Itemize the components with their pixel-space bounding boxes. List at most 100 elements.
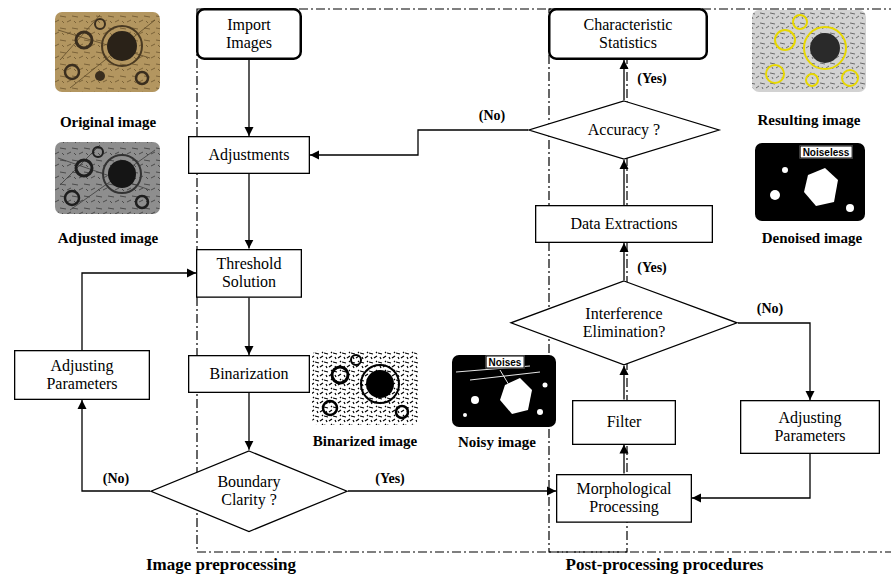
adjusted-micrograph-part — [76, 160, 92, 176]
original-micrograph — [55, 12, 160, 92]
decision-diamond: Interference Elimination? — [510, 280, 738, 366]
process-box: Filter — [572, 400, 676, 445]
process-box: Threshold Solution — [196, 249, 302, 298]
resulting-micrograph-part — [766, 65, 784, 83]
flow-arrow — [82, 273, 196, 350]
image-caption: Denoised image — [762, 230, 862, 247]
flow-arrow — [623, 366, 624, 400]
decision-diamond-shape — [151, 451, 347, 531]
process-box-shape — [741, 401, 880, 454]
process-box-shape — [573, 400, 676, 444]
panel-title: Post-processing procedures — [441, 555, 888, 575]
original-micrograph-part — [95, 71, 105, 81]
panel-title: Image preprocessing — [5, 555, 437, 575]
process-box: Binarization — [188, 355, 310, 393]
process-box: Adjusting Parameters — [740, 400, 880, 454]
noisy-binary-image-part — [543, 383, 548, 388]
image-caption: Adjusted image — [58, 230, 158, 247]
decision-diamond: Boundary Clarity ? — [150, 450, 348, 532]
box-label: Adjusting Parameters — [748, 409, 872, 446]
noisy-binary-image-part — [452, 355, 556, 427]
image-caption: Binarized image — [313, 433, 418, 450]
box-label: Morphological Processing — [564, 480, 684, 517]
flow-arrow — [348, 490, 556, 491]
original-micrograph-part — [76, 32, 92, 48]
decision-diamond: Accuracy ? — [528, 100, 720, 160]
noisy-binary-image-part — [537, 409, 543, 415]
binarized-micrograph-part — [323, 401, 337, 415]
box-label: Import Images — [204, 16, 294, 53]
resulting-micrograph-part — [842, 70, 858, 86]
process-box: Adjustments — [188, 136, 310, 174]
box-label: Accuracy ? — [588, 121, 660, 139]
original-micrograph-part — [107, 31, 137, 61]
binarized-micrograph-part — [351, 355, 361, 365]
flow-arrow — [248, 393, 249, 450]
flow-arrow — [248, 60, 249, 136]
denoised-binary-image-part — [755, 143, 865, 221]
resulting-micrograph-part — [804, 27, 846, 69]
box-label: Interference Elimination? — [576, 305, 672, 342]
denoised-binary-image-part — [770, 190, 780, 200]
terminal-box: Import Images — [196, 8, 302, 60]
original-micrograph-part — [102, 26, 142, 66]
edge-label: (No) — [101, 471, 131, 487]
flow-arrow — [82, 400, 150, 491]
image-caption: Original image — [60, 114, 156, 131]
process-box: Morphological Processing — [556, 474, 692, 523]
flow-arrow — [248, 297, 249, 355]
adjusted-micrograph-part — [58, 145, 155, 210]
binarized-micrograph-part — [366, 370, 394, 398]
image-caption: Noisy image — [458, 434, 536, 451]
denoised-binary-image-part — [846, 204, 854, 212]
noisy-binary-image-part — [500, 378, 532, 414]
noisy-binary-image-part — [471, 396, 479, 404]
box-label: Adjustments — [209, 146, 290, 164]
terminal-box-shape — [549, 9, 707, 59]
edge-label: (Yes) — [635, 71, 669, 87]
adjusted-micrograph-part — [108, 160, 136, 188]
flow-arrow — [310, 130, 528, 155]
decision-diamond-shape — [511, 281, 737, 365]
process-box-shape — [15, 351, 150, 400]
resulting-micrograph-part — [793, 15, 807, 29]
edge-label: (No) — [477, 108, 507, 124]
binarized-micrograph-part — [396, 406, 408, 418]
original-micrograph-part — [55, 12, 160, 92]
flow-arrow — [623, 60, 624, 100]
box-label: Data Extractions — [570, 215, 677, 233]
image-tag: Noises — [486, 356, 525, 369]
flow-arrow — [692, 454, 810, 498]
binarized-micrograph-part — [332, 367, 348, 383]
adjusted-micrograph — [55, 142, 160, 214]
edge-label: (No) — [755, 301, 785, 317]
box-label: Boundary Clarity ? — [209, 473, 289, 510]
adjusted-micrograph-part — [103, 155, 141, 193]
original-micrograph-part — [95, 19, 105, 29]
flow-arrow — [248, 174, 249, 249]
original-micrograph-part — [136, 72, 148, 84]
denoised-binary-image-part — [782, 167, 788, 173]
denoised-binary-image-part — [804, 168, 838, 206]
resulting-micrograph-part — [752, 10, 866, 92]
process-box: Adjusting Parameters — [14, 350, 150, 400]
flow-arrow — [623, 445, 624, 474]
process-box-shape — [536, 206, 713, 243]
binarized-micrograph-part — [312, 350, 418, 425]
box-label: Characteristic Statistics — [556, 16, 700, 53]
edge-label: (Yes) — [373, 471, 407, 487]
binarized-micrograph — [312, 350, 418, 425]
stage-panel: Import ImagesAdjustmentsThreshold Soluti… — [5, 3, 437, 548]
resulting-micrograph-part — [810, 33, 840, 63]
denoised-binary-image — [755, 143, 865, 221]
box-label: Threshold Solution — [204, 255, 294, 292]
process-box-shape — [189, 356, 310, 393]
terminal-box: Characteristic Statistics — [548, 8, 708, 60]
edge-label: (Yes) — [635, 260, 669, 276]
flow-arrow — [623, 243, 624, 280]
resulting-micrograph-part — [775, 30, 795, 50]
adjusted-micrograph-part — [136, 196, 148, 208]
